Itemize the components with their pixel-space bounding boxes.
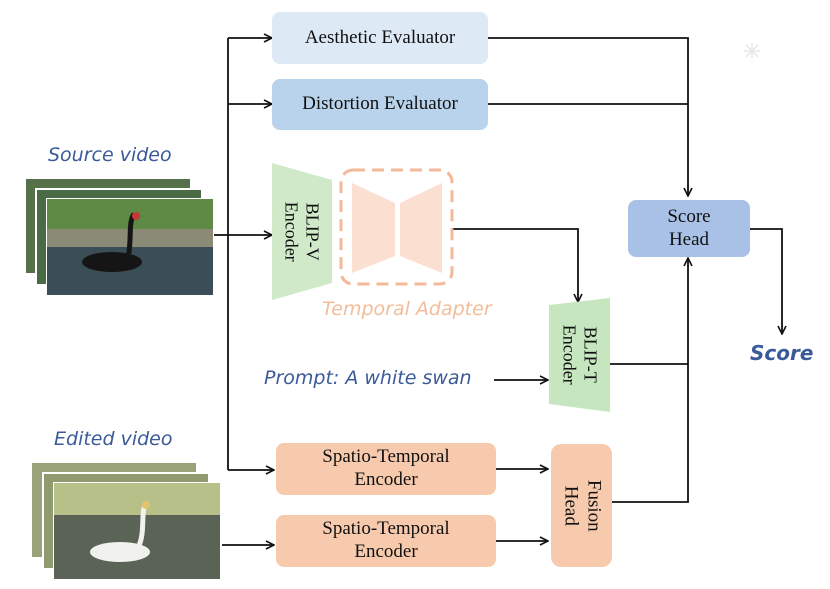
score-head-to-score bbox=[750, 228, 782, 334]
edited-video-thumbnails bbox=[30, 461, 221, 580]
distortion-evaluator: Distortion Evaluator bbox=[272, 79, 488, 130]
temporal-adapter-frame bbox=[339, 168, 454, 286]
aesthetic-evaluator: Aesthetic Evaluator bbox=[272, 12, 488, 64]
blip-v-shape bbox=[272, 163, 332, 300]
score-output-label: Score bbox=[750, 341, 814, 365]
adapter-trap-left bbox=[352, 183, 395, 273]
source-video-thumbnails bbox=[24, 177, 214, 296]
spatio-temporal-encoder-1: Spatio-Temporal Encoder bbox=[276, 443, 496, 495]
blip-t-shape bbox=[549, 298, 610, 412]
fusion-line1: Fusion bbox=[583, 479, 605, 532]
temporal-adapter-label: Temporal Adapter bbox=[322, 298, 492, 320]
st2-line2: Encoder bbox=[354, 541, 418, 562]
st2-line1: Spatio-Temporal bbox=[322, 518, 450, 540]
fusion-to-score bbox=[612, 364, 689, 503]
spatio-temporal-encoder-2: Spatio-Temporal Encoder bbox=[276, 515, 496, 567]
score-head-line1: Score bbox=[667, 205, 711, 227]
aesthetic-to-score bbox=[488, 37, 688, 196]
distortion-label: Distortion Evaluator bbox=[302, 93, 458, 115]
blip-v-line2: Encoder bbox=[282, 201, 302, 262]
blip-v-encoder: BLIP-V Encoder bbox=[272, 163, 332, 300]
blipt-to-score bbox=[610, 258, 688, 365]
blip-v-line1: BLIP-V bbox=[302, 202, 323, 261]
prompt-label: Prompt: A white swan bbox=[264, 367, 472, 389]
source-video-label: Source video bbox=[48, 144, 172, 166]
score-head-line2: Head bbox=[668, 228, 710, 250]
blip-t-encoder: BLIP-T Encoder bbox=[549, 300, 610, 410]
st1-line2: Encoder bbox=[354, 469, 418, 490]
blip-t-line2: Encoder bbox=[559, 325, 580, 385]
score-head: Score Head bbox=[628, 200, 750, 257]
adapter-trap-right bbox=[400, 183, 442, 273]
fusion-head: Fusion Head bbox=[551, 444, 612, 567]
fusion-head-text: Fusion Head bbox=[559, 480, 605, 532]
adapter-to-blipt bbox=[452, 228, 578, 302]
fusion-line2: Head bbox=[560, 485, 582, 526]
blip-t-line1: BLIP-T bbox=[580, 327, 601, 383]
aesthetic-label: Aesthetic Evaluator bbox=[304, 26, 456, 48]
edited-video-label: Edited video bbox=[54, 428, 173, 450]
snowflake-icon bbox=[744, 43, 760, 59]
st1-line1: Spatio-Temporal bbox=[322, 446, 450, 468]
